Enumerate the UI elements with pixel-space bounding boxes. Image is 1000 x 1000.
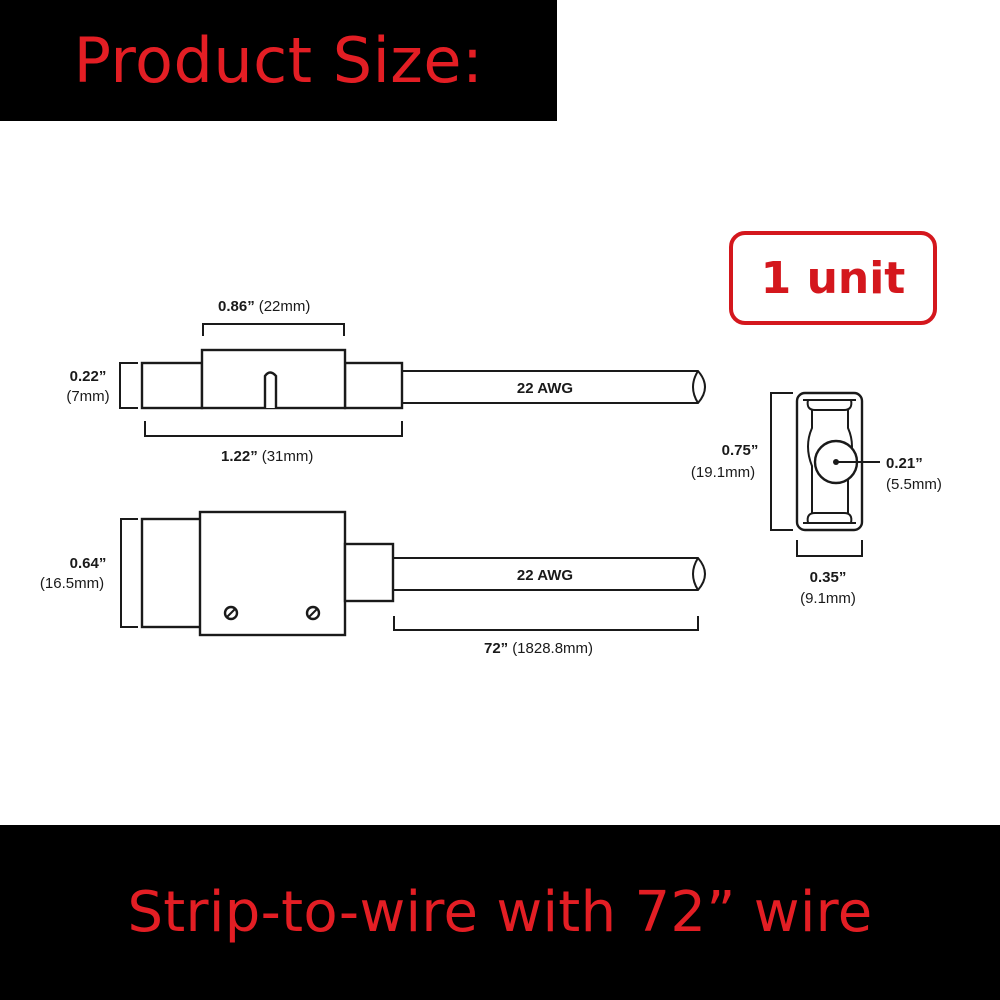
top-view-wire-end bbox=[692, 370, 699, 404]
unit-badge-label: 1 unit bbox=[760, 252, 906, 304]
technical-drawing: 0.86”(22mm) 0.22” (7mm) 1.22”(31mm) 22 A… bbox=[40, 298, 942, 657]
top-width-label: 0.86”(22mm) bbox=[218, 298, 310, 315]
side-view-wire-length-dimension-line bbox=[393, 616, 699, 631]
top-view bbox=[119, 323, 706, 437]
top-view-length-dimension-line bbox=[144, 421, 403, 437]
top-view-width-dimension-line bbox=[202, 323, 345, 336]
end-hole-metric: (5.5mm) bbox=[886, 476, 942, 493]
end-view-bottom-lip bbox=[803, 512, 856, 524]
top-height-metric: (7mm) bbox=[66, 388, 109, 405]
end-view-width-dimension-line bbox=[796, 540, 863, 557]
side-wire-label: 22 AWG bbox=[517, 567, 573, 584]
end-view bbox=[770, 391, 880, 557]
top-view-left-block bbox=[140, 361, 204, 410]
footer-bar: Strip-to-wire with 72” wire bbox=[0, 825, 1000, 1000]
unit-badge: 1 unit bbox=[729, 231, 937, 325]
top-view-slot bbox=[263, 371, 278, 408]
side-view-body bbox=[198, 510, 347, 637]
end-view-height-dimension-line bbox=[770, 392, 793, 531]
top-wire-label: 22 AWG bbox=[517, 380, 573, 397]
side-view bbox=[120, 510, 706, 637]
end-width-metric: (9.1mm) bbox=[800, 590, 856, 607]
footer-caption: Strip-to-wire with 72” wire bbox=[127, 880, 873, 945]
top-length-label: 1.22”(31mm) bbox=[221, 448, 313, 465]
end-width-imperial: 0.35” bbox=[810, 569, 847, 586]
side-view-front-block bbox=[140, 517, 206, 629]
end-view-hole-center bbox=[833, 459, 839, 465]
end-hole-imperial: 0.21” bbox=[886, 455, 923, 472]
end-view-top-lip bbox=[803, 399, 856, 411]
top-view-height-dimension-line bbox=[119, 362, 138, 409]
header-bar: Product Size: bbox=[0, 0, 557, 121]
top-height-imperial: 0.22” bbox=[70, 368, 107, 385]
side-view-height-dimension-line bbox=[120, 518, 138, 628]
side-wire-length-label: 72”(1828.8mm) bbox=[484, 640, 593, 657]
top-view-right-block bbox=[343, 361, 404, 410]
side-height-metric: (16.5mm) bbox=[40, 575, 104, 592]
side-view-collar bbox=[343, 542, 395, 603]
end-height-metric: (19.1mm) bbox=[691, 464, 755, 481]
side-view-wire-end bbox=[692, 557, 699, 591]
page-title: Product Size: bbox=[73, 24, 484, 97]
end-height-imperial: 0.75” bbox=[722, 442, 759, 459]
side-height-imperial: 0.64” bbox=[70, 555, 107, 572]
